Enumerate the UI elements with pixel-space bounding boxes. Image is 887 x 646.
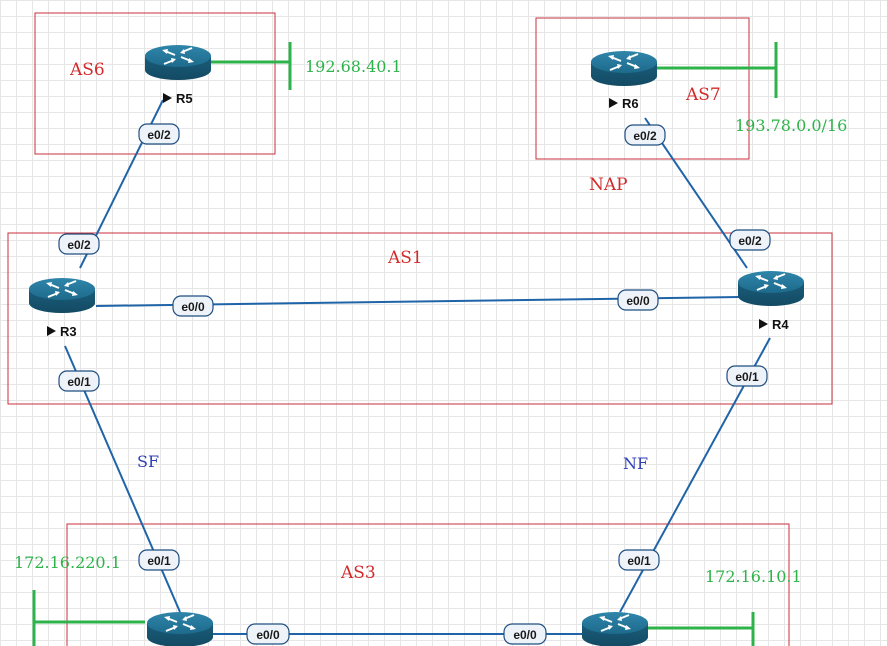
iface-r4-e01[interactable]: e0/1 <box>726 365 768 387</box>
iface-r4-e00[interactable]: e0/0 <box>617 289 659 311</box>
svg-text:e0/0: e0/0 <box>181 300 205 314</box>
nap-label: NAP <box>589 175 628 195</box>
svg-text:e0/1: e0/1 <box>147 554 171 568</box>
as1-area <box>7 232 833 405</box>
iface-nf-router-e01[interactable]: e0/1 <box>618 549 660 571</box>
svg-text:e0/0: e0/0 <box>513 628 537 642</box>
router-r6-label: R6 <box>609 96 639 111</box>
iface-r3-e01[interactable]: e0/1 <box>58 370 100 392</box>
as6-label: AS6 <box>69 60 105 80</box>
iface-r3-e02[interactable]: e0/2 <box>58 233 100 255</box>
svg-text:R3: R3 <box>60 324 77 339</box>
svg-text:e0/1: e0/1 <box>627 554 651 568</box>
as1-label: AS1 <box>387 248 423 268</box>
sf-label: SF <box>137 452 159 471</box>
router-r5-label: R5 <box>163 91 193 106</box>
iface-sf-router-e00[interactable]: e0/0 <box>246 623 290 645</box>
router-nf-icon[interactable] <box>581 611 649 646</box>
svg-text:R4: R4 <box>772 317 789 332</box>
iface-r4-e02[interactable]: e0/2 <box>729 229 771 251</box>
iface-r3-e00[interactable]: e0/0 <box>172 295 214 317</box>
router-r4-icon[interactable] <box>737 270 805 307</box>
svg-text:R5: R5 <box>176 91 193 106</box>
nf-network-label: 172.16.10.1 <box>705 567 802 586</box>
as7-label: AS7 <box>685 85 721 105</box>
svg-text:R6: R6 <box>622 96 639 111</box>
router-sf-icon[interactable] <box>146 611 214 646</box>
as3-area <box>66 523 790 646</box>
svg-text:e0/2: e0/2 <box>67 238 91 252</box>
router-r4-label: R4 <box>759 317 789 332</box>
svg-text:e0/2: e0/2 <box>738 234 762 248</box>
sf-network-label: 172.16.220.1 <box>14 553 121 572</box>
svg-text:e0/1: e0/1 <box>67 375 91 389</box>
iface-r6-e02[interactable]: e0/2 <box>624 124 666 146</box>
as6-area <box>34 12 276 155</box>
iface-r5-e02[interactable]: e0/2 <box>138 123 180 145</box>
router-r3-label: R3 <box>47 324 77 339</box>
iface-sf-router-e01[interactable]: e0/1 <box>138 549 180 571</box>
router-r6-icon[interactable] <box>590 50 658 87</box>
iface-nf-router-e00[interactable]: e0/0 <box>503 623 547 645</box>
as7-area <box>535 17 750 160</box>
r5-network-label: 192.68.40.1 <box>305 57 402 76</box>
router-r3-icon[interactable] <box>28 277 96 314</box>
svg-text:e0/2: e0/2 <box>633 129 657 143</box>
svg-text:e0/2: e0/2 <box>147 128 171 142</box>
router-r5-icon[interactable] <box>144 44 212 81</box>
svg-text:e0/0: e0/0 <box>626 294 650 308</box>
as3-label: AS3 <box>340 563 376 583</box>
nf-label: NF <box>623 454 648 473</box>
svg-text:e0/0: e0/0 <box>256 628 280 642</box>
r6-network-label: 193.78.0.0/16 <box>735 116 847 135</box>
svg-text:e0/1: e0/1 <box>735 370 759 384</box>
